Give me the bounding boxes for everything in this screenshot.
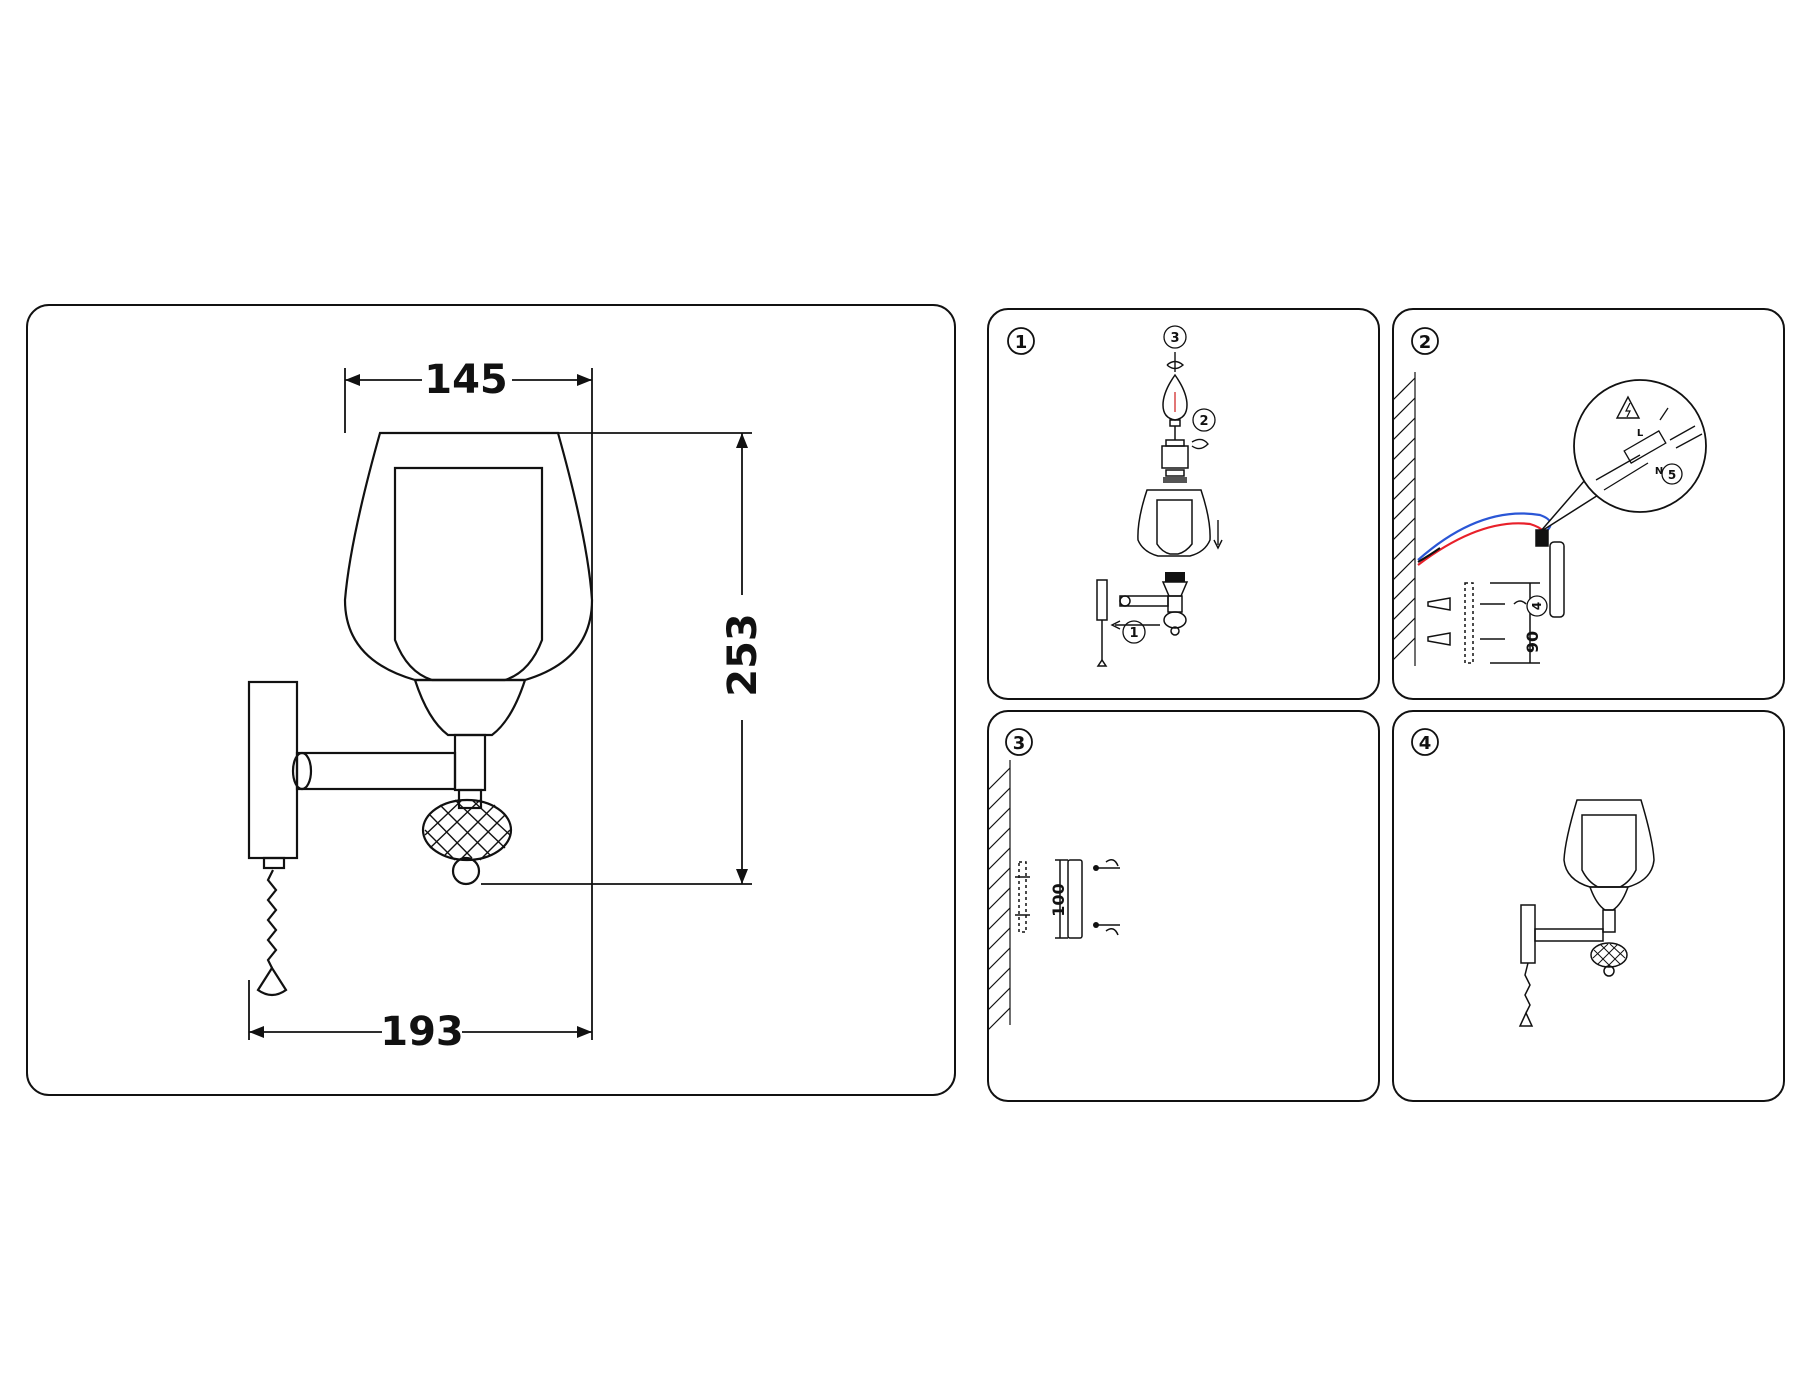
panel-2-wire-blue [1417, 512, 1552, 561]
panel-3-dim-100: 100 [1049, 883, 1068, 916]
panel-2-terminal-label-n: N [1655, 466, 1663, 477]
panel-3-screw-top [1093, 865, 1099, 871]
panel-3-number-badge [1005, 728, 1033, 756]
panel-3-screw-bottom [1093, 922, 1099, 928]
panel-2-lightning-icon [1625, 402, 1631, 418]
panel-1-callout-2-label: 2 [1199, 414, 1208, 429]
panel-2-dim-90: 90 [1523, 631, 1542, 653]
main-lamp-drawing [247, 431, 594, 997]
panel-2-callout-4-label: 4 [1530, 602, 1544, 610]
dim-width-top: 145 [424, 357, 508, 403]
panel-3-number: 3 [1013, 733, 1026, 754]
main-dimension-arrows [249, 374, 748, 1038]
panel-2-number-badge [1411, 327, 1439, 355]
dim-width-bottom: 193 [380, 1009, 464, 1055]
panel-1-callout-2 [1192, 408, 1216, 432]
panel-1-socket-base [1165, 572, 1185, 582]
panel-2-warning-icon [1615, 395, 1641, 419]
panel-4-assembled-lamp [1518, 799, 1655, 1027]
panel-2-number: 2 [1419, 332, 1432, 353]
panel-4-frame [1392, 710, 1785, 1102]
panel-1-number-badge [1007, 327, 1035, 355]
panel-4-bead-hatch [1592, 943, 1626, 967]
panel-2-terminal-block [1595, 407, 1703, 491]
panel-4-number: 4 [1419, 733, 1432, 754]
panel-1-callout-3 [1163, 325, 1187, 349]
panel-2-frame [1392, 308, 1785, 700]
panel-2-zoom-bubble [1573, 379, 1707, 513]
panel-1-callout-3-label: 3 [1170, 331, 1179, 346]
panel-1-callout-1 [1122, 620, 1146, 644]
panel-1-ring [1163, 477, 1187, 483]
panel-3-wall-hatch [987, 760, 1011, 1031]
panel-2-callout-4 [1526, 595, 1548, 617]
panel-1-arrows [1110, 352, 1223, 630]
panel-1-exploded-lamp [1096, 373, 1211, 667]
panel-1-callout-1-label: 1 [1129, 626, 1138, 641]
panel-2-wall-hatch [1392, 372, 1416, 666]
main-bead-hatch [424, 799, 511, 861]
panel-2-callout-5-label: 5 [1668, 468, 1676, 482]
panel-2-callout-5 [1661, 463, 1683, 485]
panel-4-number-badge [1411, 728, 1439, 756]
panel-1-number: 1 [1015, 332, 1028, 353]
panel-3-frame [987, 710, 1380, 1102]
panel-2-bracket [1427, 529, 1565, 664]
panel-1-frame [987, 308, 1380, 700]
panel-2-wire-black [1417, 547, 1441, 563]
panel-2-terminal-label-l: L [1637, 428, 1644, 439]
dim-height: 253 [720, 613, 766, 697]
main-panel-frame [26, 304, 956, 1096]
panel-3-mounting [1015, 859, 1120, 939]
main-dimension-lines [248, 368, 752, 1040]
